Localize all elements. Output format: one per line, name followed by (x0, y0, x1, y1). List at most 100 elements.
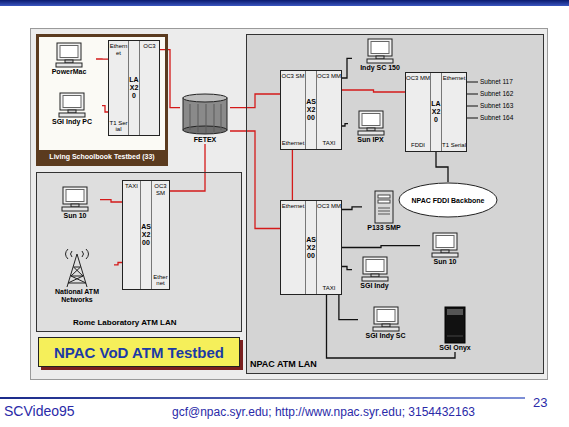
graphic (358, 131, 384, 135)
atm-switch: TAXIASX200OC3 SM Ethernet (122, 180, 170, 290)
mon-icon (360, 256, 390, 282)
region-label: Living Schoolbook Testbed (33) (39, 150, 165, 163)
network-link (100, 200, 122, 202)
switch-column: OC3 MMTAXI (317, 71, 341, 149)
network-link (339, 295, 358, 320)
graphic (467, 106, 478, 107)
graphic (60, 46, 78, 58)
bottom-rule (0, 397, 525, 399)
graphic (190, 104, 191, 130)
node-label: Sun IPX (356, 136, 384, 144)
atm-switch: EthernetT1 SerialLAX20OC3 (108, 40, 160, 136)
graphic (378, 214, 390, 215)
footer-text: SCVideo95 (4, 403, 75, 419)
network-region: Living Schoolbook Testbed (33)PowerMacSG… (36, 34, 168, 166)
atm-switch: EthernetASX200OC3 MMTAXI (280, 200, 342, 295)
network-link (96, 58, 108, 60)
top-bar (0, 0, 569, 6)
port-label: OC3 SM (152, 183, 169, 196)
graphic (362, 277, 388, 281)
graphic (183, 94, 227, 102)
graphic (66, 190, 84, 202)
graphic (443, 306, 467, 344)
mon-icon (60, 186, 90, 212)
node-label: P133 SMP (366, 224, 401, 232)
graphic (221, 104, 222, 130)
onyx-icon (443, 306, 467, 344)
graphic (378, 200, 390, 203)
port-label: Ethernet (152, 274, 169, 287)
node-label: SGI Indy SC (364, 332, 406, 340)
switch-column: OC3 SMEthernet (281, 71, 305, 149)
graphic (214, 104, 215, 132)
network-link (436, 152, 448, 182)
region-label: Rome Laboratory ATM LAN (73, 318, 177, 327)
graphic (371, 42, 389, 54)
computer: Sun 10 (420, 232, 470, 266)
subnet-label: Subnet 162 (480, 90, 513, 99)
port-label: OC3 MM (406, 75, 430, 82)
port-label: T1 Serial (109, 120, 128, 133)
port-label: OC3 MM (317, 203, 341, 210)
graphic (433, 233, 457, 250)
network-link (170, 144, 205, 191)
switch-name: ASX200 (306, 236, 316, 260)
node-label: SGI Onyx (438, 344, 472, 352)
network-link (230, 131, 280, 229)
port-label: OC3 MM (317, 73, 341, 80)
graphic (371, 306, 401, 332)
graphic (467, 82, 478, 83)
graphic (54, 42, 84, 68)
network-link (342, 90, 405, 92)
ant-icon (57, 248, 97, 288)
graphic (366, 260, 384, 272)
network-link (342, 124, 348, 126)
network-link (230, 94, 280, 108)
graphic (362, 114, 380, 126)
switch-column: ASX200 (140, 181, 152, 289)
computer: P133 SMP (362, 190, 406, 232)
subnet-label: Subnet 164 (480, 114, 513, 123)
graphic (60, 93, 84, 110)
network-link (292, 150, 293, 200)
computer: Indy SC 150 (352, 38, 408, 72)
graphic (371, 190, 397, 224)
network-link (342, 207, 362, 210)
graphic (447, 309, 463, 315)
region-label: NPAC ATM LAN (250, 359, 317, 369)
computer: SGI Onyx (430, 306, 480, 352)
atm-switch: OC3 MMFDDILAX20EthernetT1 Serial (405, 72, 467, 152)
computer: Sun 10 (50, 186, 100, 220)
graphic (373, 327, 399, 331)
port-label: OC3 (140, 43, 159, 50)
fddi-backbone: NPAC FDDI Backbone (398, 182, 498, 218)
tower-icon (371, 190, 397, 224)
switch-column: TAXI (123, 181, 140, 289)
subnet-label: Subnet 163 (480, 102, 513, 111)
node-label: PowerMac (51, 68, 88, 76)
port-label: T1 Serial (442, 142, 466, 149)
graphic (363, 257, 387, 274)
graphic (467, 94, 478, 95)
switch-name: LAX20 (431, 100, 441, 124)
footer-text: gcf@npac.syr.edu; http://www.npac.syr.ed… (172, 405, 475, 419)
computer: PowerMac (42, 42, 96, 76)
switch-column: ASX200 (305, 201, 317, 294)
graphic (374, 307, 398, 324)
switch-column: Ethernet (281, 201, 305, 294)
mon-icon (430, 232, 460, 258)
graphic (368, 39, 392, 56)
graphic (375, 191, 393, 223)
switch-column: OC3 MMTAXI (317, 201, 341, 294)
network-link (342, 58, 352, 78)
graphic (63, 187, 87, 204)
switch-column: Ethernet T1 Serial (109, 41, 128, 135)
graphic (56, 63, 82, 67)
graphic (67, 254, 87, 287)
graphic (399, 183, 497, 217)
graphic (198, 104, 199, 132)
port-label: Ethernet (109, 43, 128, 56)
graphic (447, 336, 463, 337)
graphic (467, 118, 478, 119)
